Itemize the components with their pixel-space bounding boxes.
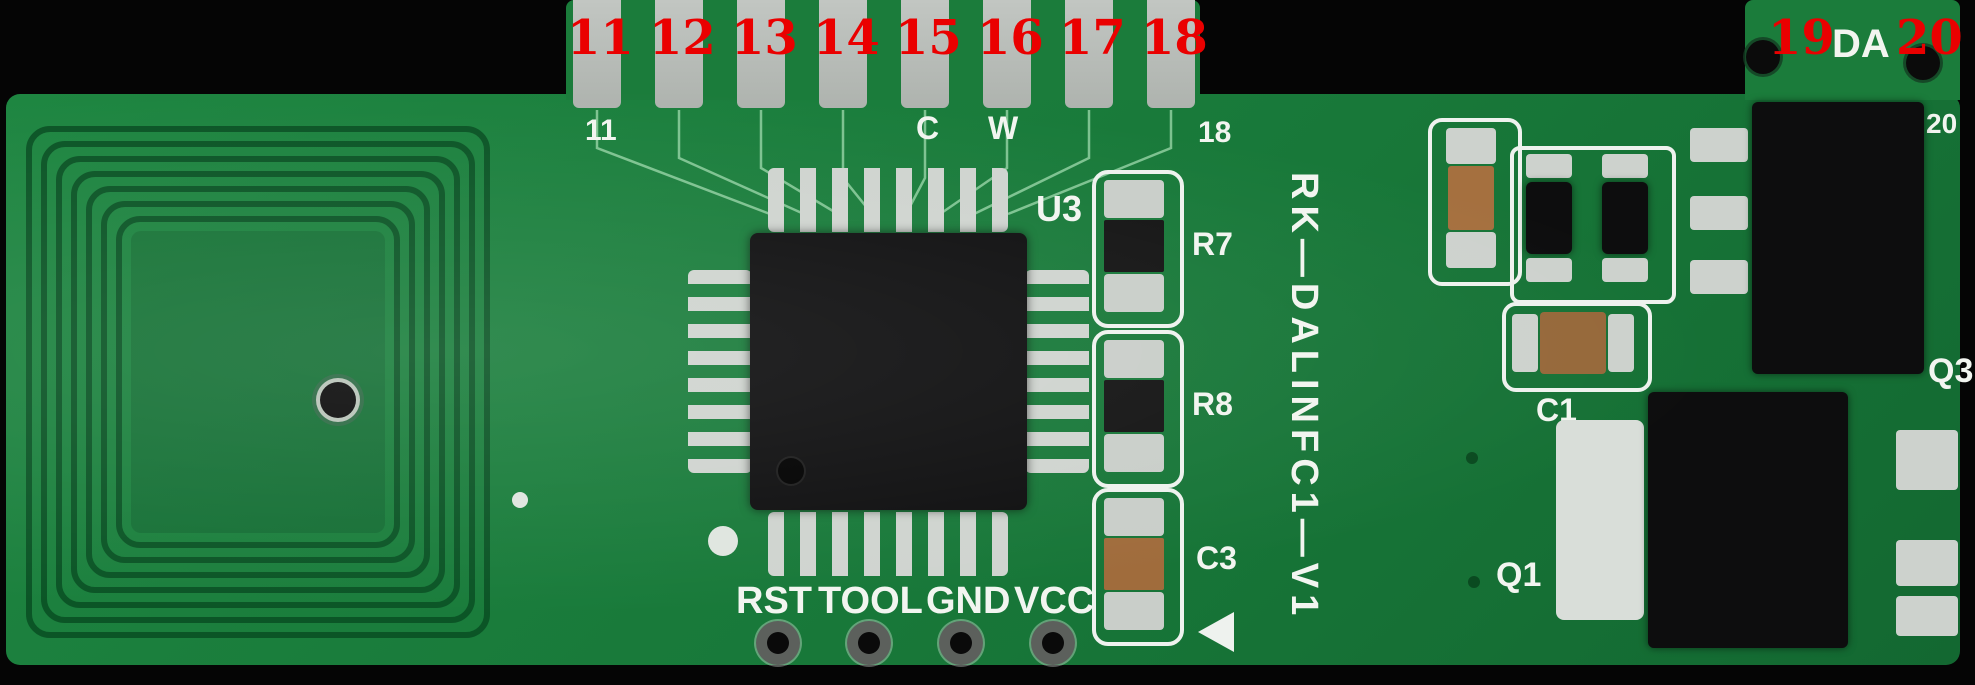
q1-ref-label: Q1 bbox=[1496, 556, 1542, 594]
antenna-mounting-hole bbox=[320, 382, 356, 418]
capacitor-small bbox=[1448, 166, 1494, 230]
via bbox=[1466, 452, 1478, 464]
pin-number-17: 17 bbox=[1059, 10, 1126, 66]
nfc-antenna-coil bbox=[26, 126, 490, 638]
transistor-q1 bbox=[1648, 392, 1848, 648]
pin-number-14: 14 bbox=[813, 10, 880, 66]
connector-finger-14 bbox=[819, 0, 867, 108]
vcc-hole bbox=[1042, 632, 1064, 654]
silk-label-da: DA bbox=[1832, 22, 1890, 66]
vcc-pad bbox=[1031, 621, 1075, 665]
mcu-leads-right bbox=[1025, 270, 1089, 473]
c1-pad-left bbox=[1512, 314, 1538, 372]
transistor-q3 bbox=[1752, 102, 1924, 374]
cap-pad-top bbox=[1446, 128, 1496, 164]
edge-pad-right-2 bbox=[1896, 540, 1958, 586]
chip-b-pad-bottom bbox=[1602, 258, 1648, 282]
edge-pad-right-1 bbox=[1896, 430, 1958, 490]
pin-number-12: 12 bbox=[649, 10, 716, 66]
r7-pad-bottom bbox=[1104, 274, 1164, 312]
board-model-label: RK—DALINFC1—V1 bbox=[1283, 172, 1325, 622]
pin-number-15: 15 bbox=[895, 10, 962, 66]
chip-b-pad-top bbox=[1602, 154, 1648, 178]
r7-pad-top bbox=[1104, 180, 1164, 218]
mcu-ref-label: U3 bbox=[1036, 188, 1083, 229]
mounting-hole-20 bbox=[1906, 46, 1940, 80]
silk-label-c: C bbox=[916, 110, 940, 146]
c1-silk-outline bbox=[1502, 302, 1652, 392]
tool-label: TOOL bbox=[818, 580, 923, 622]
edge-pad-right-3 bbox=[1896, 596, 1958, 636]
r8-pad-top bbox=[1104, 340, 1164, 378]
c3-ref-label: C3 bbox=[1196, 540, 1237, 576]
via bbox=[512, 492, 528, 508]
mcu-leads-top bbox=[768, 168, 1008, 232]
pin-number-20: 20 bbox=[1896, 10, 1963, 66]
c3-pad-top bbox=[1104, 498, 1164, 536]
pin-number-13: 13 bbox=[731, 10, 798, 66]
chip-a bbox=[1526, 182, 1572, 254]
resistor-r7 bbox=[1104, 220, 1164, 272]
chip-b bbox=[1602, 182, 1648, 254]
silk-label-18: 18 bbox=[1198, 116, 1232, 149]
q3-pad-1 bbox=[1690, 128, 1748, 162]
r7-ref-label: R7 bbox=[1192, 226, 1233, 262]
chip-a-pad-bottom bbox=[1526, 258, 1572, 282]
silk-label-11: 11 bbox=[585, 114, 617, 147]
capacitor-c3 bbox=[1104, 538, 1164, 590]
q3-pad-3 bbox=[1690, 260, 1748, 294]
silk-triangle-marker bbox=[1198, 612, 1234, 652]
pin-number-11: 11 bbox=[567, 10, 634, 66]
capacitor-c1 bbox=[1540, 312, 1606, 374]
c3-silk-outline bbox=[1092, 488, 1184, 646]
gnd-hole bbox=[950, 632, 972, 654]
pin-number-19: 19 bbox=[1768, 10, 1835, 66]
tool-hole bbox=[858, 632, 880, 654]
connector-finger-13 bbox=[737, 0, 785, 108]
tool-pad bbox=[847, 621, 891, 665]
c1-pad-right bbox=[1608, 314, 1634, 372]
mcu-pin1-dot bbox=[778, 458, 804, 484]
connector-finger-12 bbox=[655, 0, 703, 108]
r8-pad-bottom bbox=[1104, 434, 1164, 472]
rst-hole bbox=[767, 632, 789, 654]
gnd-pad bbox=[939, 621, 983, 665]
pin-number-16: 16 bbox=[977, 10, 1044, 66]
rst-pad bbox=[756, 621, 800, 665]
mcu-leads-left bbox=[688, 270, 752, 473]
connector-finger-18 bbox=[1147, 0, 1195, 108]
connector-finger-11 bbox=[573, 0, 621, 108]
vcc-label: VCC bbox=[1014, 580, 1095, 622]
q3-pad-2 bbox=[1690, 196, 1748, 230]
q1-tab-pad bbox=[1556, 420, 1644, 620]
connector-finger-15 bbox=[901, 0, 949, 108]
cap-pad-bottom bbox=[1446, 232, 1496, 268]
chip-a-pad-top bbox=[1526, 154, 1572, 178]
resistor-r8 bbox=[1104, 380, 1164, 432]
r8-ref-label: R8 bbox=[1192, 386, 1233, 422]
mcu-chip bbox=[750, 233, 1027, 510]
q3-ref-label: Q3 bbox=[1928, 352, 1974, 390]
r7-silk-outline bbox=[1092, 170, 1184, 328]
pin-number-18: 18 bbox=[1141, 10, 1208, 66]
rst-label: RST bbox=[736, 580, 812, 622]
gnd-label: GND bbox=[926, 580, 1011, 622]
mcu-leads-bottom bbox=[768, 512, 1008, 576]
cap-silk-outline bbox=[1428, 118, 1522, 286]
r8-silk-outline bbox=[1092, 330, 1184, 488]
connector-finger-16 bbox=[983, 0, 1031, 108]
silk-label-w: W bbox=[988, 110, 1019, 146]
c3-pad-bottom bbox=[1104, 592, 1164, 630]
connector-finger-17 bbox=[1065, 0, 1113, 108]
antenna-core bbox=[131, 231, 385, 533]
silk-label-20: 20 bbox=[1926, 108, 1958, 139]
mounting-hole-19 bbox=[1746, 40, 1780, 74]
via bbox=[1468, 576, 1480, 588]
via bbox=[708, 526, 738, 556]
